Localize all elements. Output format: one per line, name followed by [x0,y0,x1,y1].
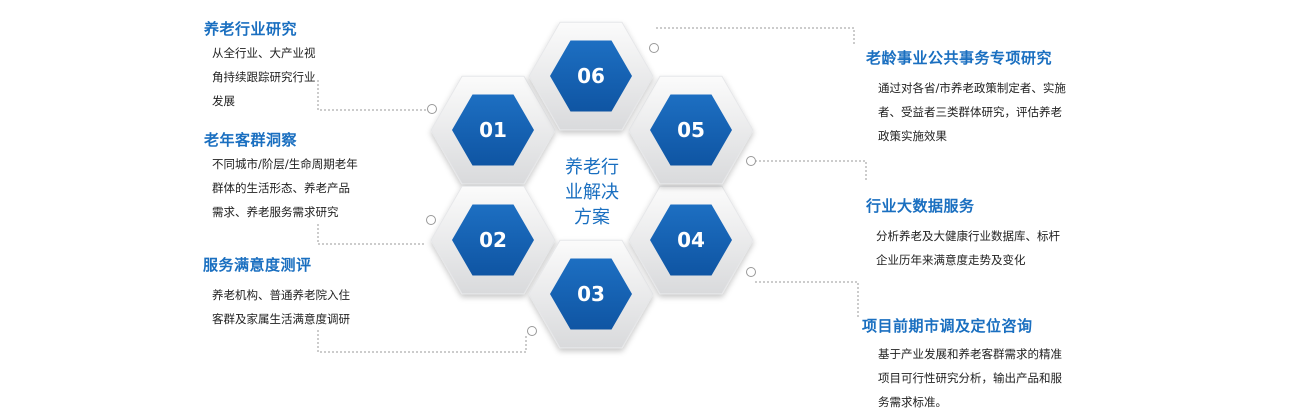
service-desc-line: 需求、养老服务需求研究 [212,205,339,219]
connector-dot-03 [527,326,537,336]
hexagon-inner [550,258,632,330]
service-title-2: 老年客群洞察 [204,131,298,149]
hexagon-01: 01 [430,75,556,185]
connector-06 [656,27,855,44]
hexagon-03: 03 [528,239,654,349]
connector-dot-02 [426,215,436,225]
service-desc-line: 不同城市/阶层/生命周期老年 [212,157,358,171]
service-block-6: 项目前期市调及定位咨询 基于产业发展和养老客群需求的精准 项目可行性研究分析，输… [862,315,1062,414]
connector-01 [317,80,426,111]
service-desc-line: 者、受益者三类群体研究，评估养老 [878,105,1062,119]
service-desc-line: 客群及家属生活满意度调研 [212,312,350,326]
service-desc-line: 发展 [212,94,235,108]
service-desc-line: 养老机构、普通养老院入住 [212,288,350,302]
connector-05 [755,160,867,182]
connector-dots [426,43,756,336]
center-label-line-1: 养老行 [565,157,619,178]
connector-04 [755,281,859,318]
service-desc-6: 基于产业发展和养老客群需求的精准 项目可行性研究分析，输出产品和服 务需求标准。 [878,342,1062,414]
service-title-3: 服务满意度测评 [203,256,312,274]
connector-dot-01 [427,104,437,114]
hexagon-inner [650,204,732,276]
service-desc-line: 从全行业、大产业视 [212,46,316,60]
hexagon-number: 06 [577,64,605,88]
connector-dot-04 [746,267,756,277]
service-title-4: 老龄事业公共事务专项研究 [866,49,1053,67]
hexagon-02: 02 [430,185,556,295]
hexagon-inner [550,40,632,112]
hexagon-inner [452,94,534,166]
service-title-1: 养老行业研究 [204,20,298,38]
hexagon-number: 02 [479,228,507,252]
center-label-line-3: 方案 [574,207,610,228]
hexagon-06: 06 [528,21,654,131]
connector-lines [317,27,867,353]
hexagon-04: 04 [628,185,754,295]
service-block-3: 服务满意度测评 养老机构、普通养老院入住 客群及家属生活满意度调研 [203,254,350,331]
hexagon-inner [650,94,732,166]
service-block-2: 老年客群洞察 不同城市/阶层/生命周期老年 群体的生活形态、养老产品 需求、养老… [204,129,358,224]
service-desc-line: 通过对各省/市养老政策制定者、实施 [878,81,1066,95]
service-desc-line: 政策实施效果 [878,129,947,143]
hexagon-number: 01 [479,118,507,142]
service-block-4: 老龄事业公共事务专项研究 通过对各省/市养老政策制定者、实施 者、受益者三类群体… [866,47,1066,148]
service-desc-line: 务需求标准。 [878,395,947,409]
service-desc-line: 项目可行性研究分析，输出产品和服 [878,371,1062,385]
hexagon-number: 05 [677,118,705,142]
hexagon-number: 04 [677,228,705,252]
service-desc-line: 企业历年来满意度走势及变化 [876,253,1026,267]
hexagon-number: 03 [577,282,605,306]
service-block-1: 养老行业研究 从全行业、大产业视 角持续跟踪研究行业 发展 [204,18,316,113]
service-title-5: 行业大数据服务 [866,197,975,215]
service-title-6: 项目前期市调及定位咨询 [862,317,1033,335]
service-desc-5: 分析养老及大健康行业数据库、标杆 企业历年来满意度走势及变化 [876,224,1060,272]
hexagon-05: 05 [628,75,754,185]
service-desc-line: 群体的生活形态、养老产品 [212,181,350,195]
connector-dot-06 [649,43,659,53]
service-desc-2: 不同城市/阶层/生命周期老年 群体的生活形态、养老产品 需求、养老服务需求研究 [212,152,358,224]
service-block-5: 行业大数据服务 分析养老及大健康行业数据库、标杆 企业历年来满意度走势及变化 [866,195,1060,272]
connector-dot-05 [746,156,756,166]
service-desc-1: 从全行业、大产业视 角持续跟踪研究行业 发展 [212,41,316,113]
connector-03 [317,330,527,353]
hexagon-inner [452,204,534,276]
service-desc-3: 养老机构、普通养老院入住 客群及家属生活满意度调研 [212,283,350,331]
center-label-line-2: 业解决 [565,182,619,203]
service-desc-4: 通过对各省/市养老政策制定者、实施 者、受益者三类群体研究，评估养老 政策实施效… [878,76,1066,148]
service-desc-line: 基于产业发展和养老客群需求的精准 [878,347,1062,361]
hexagon-layer: 01 02 03 04 05 06 [430,21,754,349]
connector-02 [317,224,426,245]
service-desc-line: 角持续跟踪研究行业 [212,70,316,84]
service-desc-line: 分析养老及大健康行业数据库、标杆 [876,229,1060,243]
